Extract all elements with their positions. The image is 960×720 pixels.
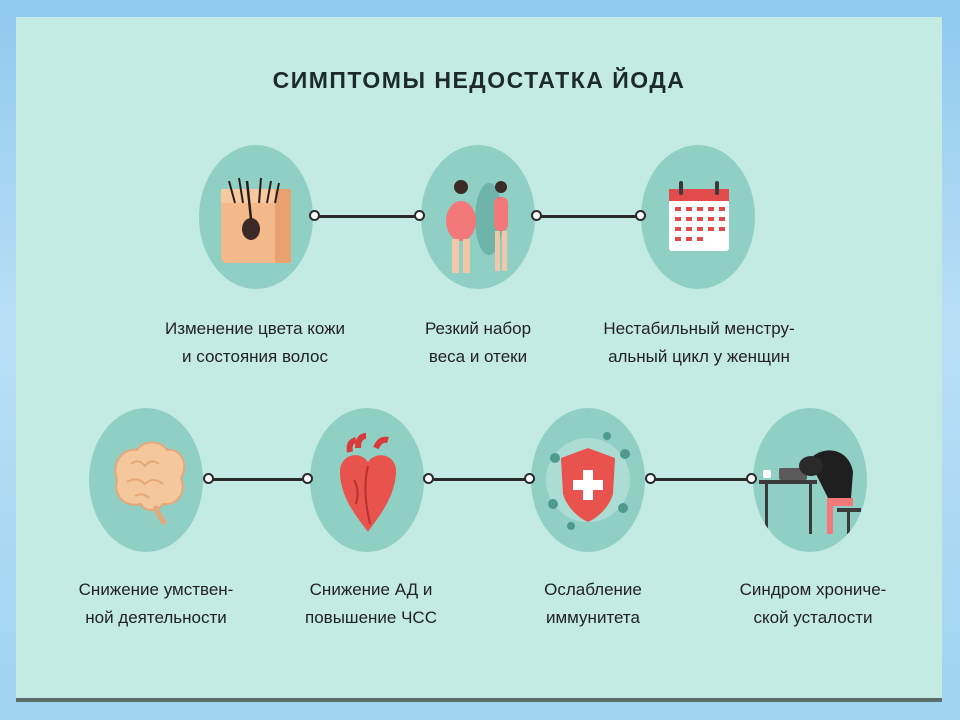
symptom-label: Синдром хрониче- ской усталости — [703, 576, 923, 632]
label-line: Снижение АД и — [309, 580, 433, 599]
connector-dot — [203, 473, 214, 484]
connector-line — [428, 478, 530, 481]
label-line: ской усталости — [753, 608, 873, 627]
label-line: Резкий набор — [424, 319, 532, 338]
connector-dot — [302, 473, 313, 484]
connector-dot — [531, 210, 542, 221]
heart-icon — [310, 408, 424, 552]
label-line: Изменение цвета кожи — [164, 319, 346, 338]
connector-line — [649, 478, 751, 481]
connector-dot — [524, 473, 535, 484]
connector-dot — [746, 473, 757, 484]
label-line: повышение ЧСС — [305, 608, 437, 627]
symptom-label: Изменение цвета кожи и состояния волос — [145, 315, 365, 371]
weight-gain-icon — [421, 145, 535, 289]
connector-line — [314, 215, 418, 218]
symptom-label: Снижение умствен- ной деятельности — [46, 576, 266, 632]
brain-icon — [89, 408, 203, 552]
label-line: веса и отеки — [428, 347, 528, 366]
bottom-border — [16, 698, 942, 702]
connector-dot — [309, 210, 320, 221]
symptom-label: Резкий набор веса и отеки — [368, 315, 588, 371]
fatigue-person-icon — [753, 408, 867, 552]
connector-dot — [645, 473, 656, 484]
label-line: Нестабильный менстру- — [603, 319, 795, 338]
immunity-shield-icon — [531, 408, 645, 552]
label-line: Ослабление — [544, 580, 642, 599]
infographic-panel: СИМПТОМЫ НЕДОСТАТКА ЙОДА — [16, 17, 942, 698]
label-line: иммунитета — [546, 608, 640, 627]
connector-dot — [414, 210, 425, 221]
label-line: Синдром хрониче- — [739, 580, 887, 599]
calendar-icon — [641, 145, 755, 289]
symptom-label: Нестабильный менстру- альный цикл у женщ… — [589, 315, 809, 371]
skin-hair-icon — [199, 145, 313, 289]
connector-dot — [635, 210, 646, 221]
connector-line — [207, 478, 308, 481]
symptom-label: Ослабление иммунитета — [483, 576, 703, 632]
connector-line — [536, 215, 640, 218]
label-line: ной деятельности — [85, 608, 227, 627]
page-title: СИМПТОМЫ НЕДОСТАТКА ЙОДА — [272, 67, 686, 93]
symptom-label: Снижение АД и повышение ЧСС — [261, 576, 481, 632]
label-line: и состояния волос — [182, 347, 328, 366]
connector-dot — [423, 473, 434, 484]
label-line: альный цикл у женщин — [608, 347, 790, 366]
label-line: Снижение умствен- — [78, 580, 234, 599]
